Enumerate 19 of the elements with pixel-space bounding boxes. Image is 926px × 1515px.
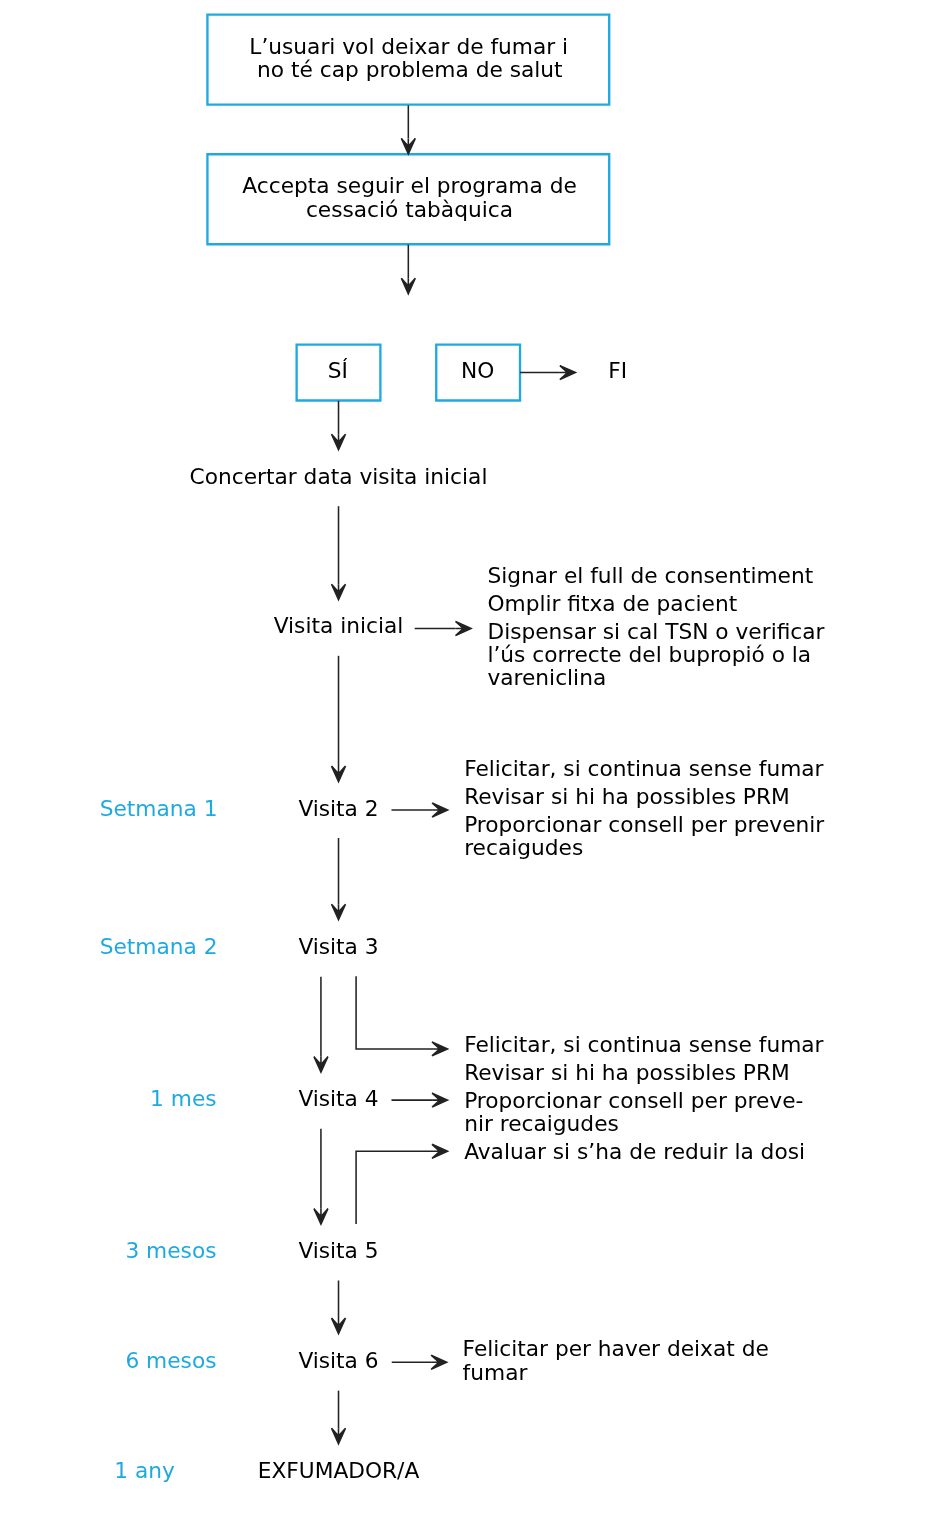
node-label: 1 mes (150, 1085, 217, 1111)
node-label: Setmana 2 (99, 933, 218, 959)
node-text: Visita 5 (298, 1237, 379, 1263)
node-text: Visita 3 (298, 933, 379, 959)
node-text: Concertar data visita inicial (189, 463, 488, 489)
node-text: Visita 6 (298, 1348, 379, 1374)
node-text: EXFUMADOR/A (257, 1458, 420, 1484)
node-text: Visita inicial (273, 613, 404, 639)
node-label: 3 mesos (125, 1237, 217, 1263)
node-text: Visita 4 (298, 1085, 379, 1111)
node-text: Visita 2 (298, 795, 379, 821)
node-text: Felicitar, si continua sense fumar Revisar si hi ha possibles PRM Proporcionar consell per prevenir recaigudes (464, 756, 825, 861)
node-text: Felicitar per haver deixat de fumar (462, 1336, 769, 1385)
node-label: 1 any (114, 1458, 175, 1484)
node-text: FI (608, 358, 628, 384)
node-text: Signar el full de consentiment Omplir fitxa de pacient Dispensar si cal TSN o verificar l’ús correcte del bupropió o la vareniclina (487, 563, 825, 691)
node-label: 6 mesos (125, 1348, 217, 1374)
node-label: Setmana 1 (99, 795, 218, 821)
node-text: Felicitar, si continua sense fumar Revisar si hi ha possibles PRM Proporcionar consell per preve- nir recaigudes Avaluar si s’ha de reduir la dosi (464, 1032, 824, 1165)
